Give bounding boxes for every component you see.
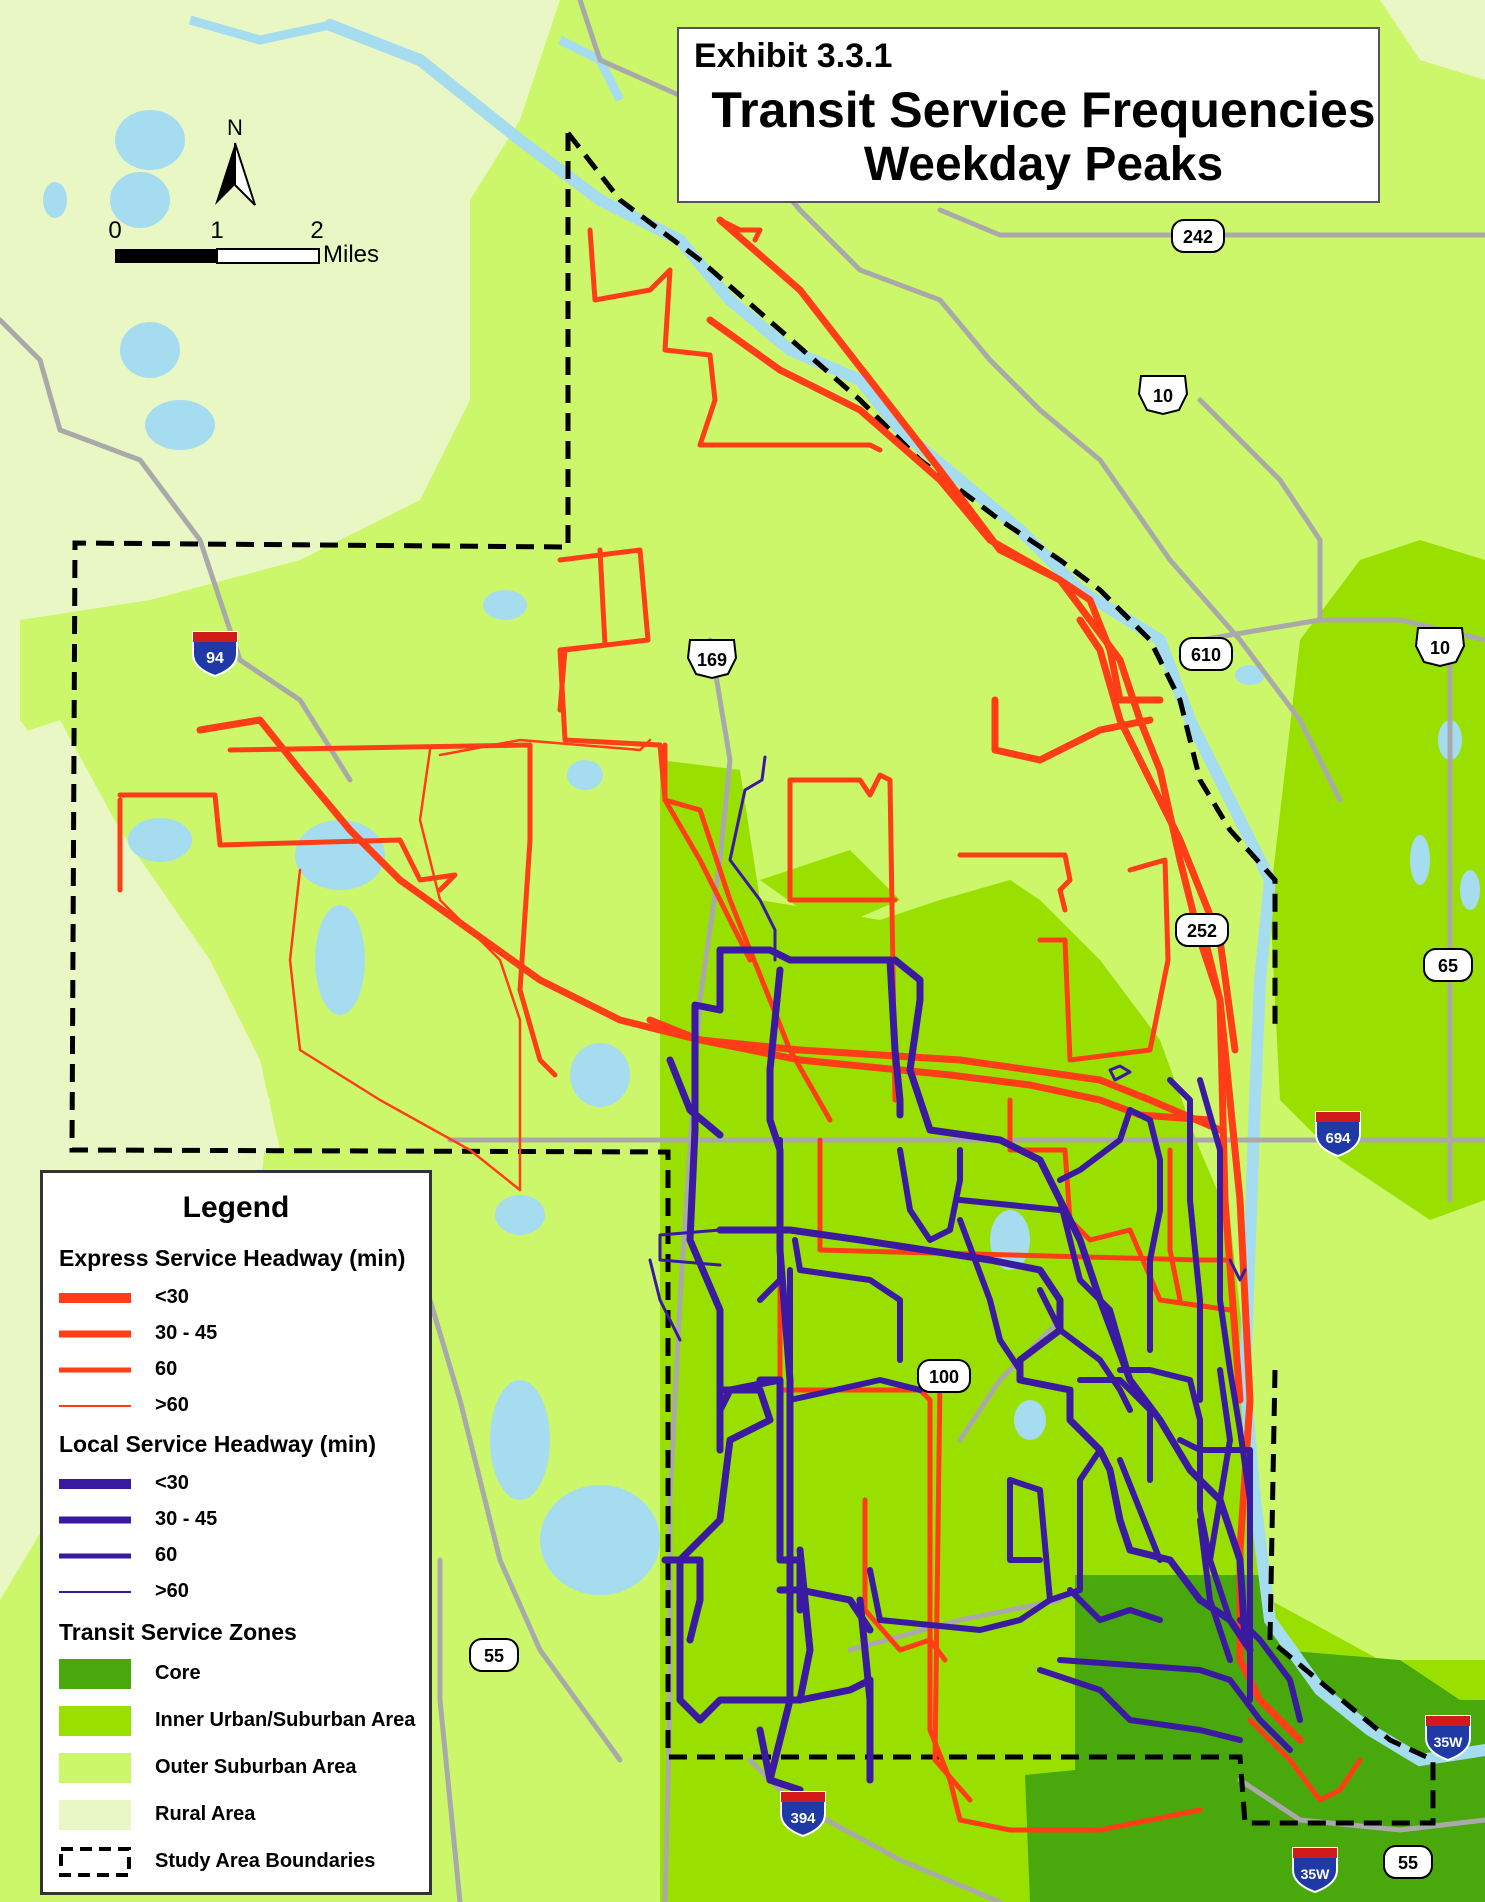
north-label: N (227, 115, 243, 140)
rural-area-pocket (0, 720, 280, 1150)
legend-express-row: 30 - 45 (59, 1319, 419, 1349)
legend-local-row: 30 - 45 (59, 1505, 419, 1535)
mn-242-label: 242 (1183, 227, 1213, 247)
us-169-label: 169 (697, 650, 727, 670)
legend-local-row: <30 (59, 1469, 419, 1499)
mn-252-label: 252 (1187, 921, 1217, 941)
express-lt30-symbol (59, 1293, 131, 1303)
map-title: Transit Service Frequencies (711, 82, 1376, 138)
study-area-boundary (69, 131, 1436, 1826)
local-gt60-symbol (59, 1591, 131, 1593)
legend-title: Legend (182, 1191, 290, 1224)
mississippi-river (324, 19, 1485, 1767)
legend-zone-row: Core (59, 1659, 419, 1689)
mn-610-label: 610 (1191, 645, 1221, 665)
rural-area-pocket-ne (1380, 0, 1485, 80)
mn-610-shield: 610 (1179, 637, 1233, 671)
zones-heading: Transit Service Zones (59, 1619, 297, 1645)
i-394-label: 394 (790, 1810, 816, 1827)
legend-zone-row: Rural Area (59, 1800, 419, 1830)
title-box: Exhibit 3.3.1 Transit Service Frequencie… (677, 27, 1380, 203)
mn-100-label: 100 (929, 1367, 959, 1387)
local-30-45-label: 30 - 45 (155, 1508, 218, 1530)
core-label: Core (155, 1662, 201, 1684)
local-routes (648, 755, 1303, 1794)
local-30-45-symbol (59, 1516, 131, 1524)
i-35w-south-label: 35W (1301, 1866, 1331, 1882)
outer-suburban-label: Outer Suburban Area (155, 1756, 357, 1778)
i-94-label: 94 (206, 650, 224, 667)
mn-100-shield: 100 (917, 1359, 971, 1393)
highway-shields: 169 242 10 610 10 94 252 (192, 219, 1473, 1894)
mn-252-shield: 252 (1175, 913, 1229, 947)
mn-242-shield: 242 (1171, 219, 1225, 253)
map-legend: Legend Express Service Headway (min) <30… (40, 1170, 432, 1895)
core-swatch (59, 1659, 131, 1689)
rural-label: Rural Area (155, 1803, 256, 1825)
map-subtitle: Weekday Peaks (863, 138, 1224, 191)
legend-express-row: 60 (59, 1355, 419, 1385)
i-394-shield: 394 (780, 1791, 826, 1838)
mn-55-west-label: 55 (484, 1646, 504, 1666)
mn-55-south-shield: 55 (1383, 1845, 1433, 1879)
i-35w-east-label: 35W (1434, 1734, 1464, 1750)
us-10-north-label: 10 (1153, 386, 1173, 406)
local-heading: Local Service Headway (min) (59, 1431, 377, 1457)
inner-urban-label: Inner Urban/Suburban Area (155, 1709, 416, 1731)
local-lt30-symbol (59, 1479, 131, 1489)
i-694-label: 694 (1325, 1130, 1351, 1147)
legend-express-row: >60 (59, 1391, 419, 1421)
local-gt60-label: >60 (155, 1580, 189, 1602)
boundary-label: Study Area Boundaries (155, 1850, 376, 1872)
inner-urban-zone (660, 760, 1485, 1902)
express-60-symbol (59, 1367, 131, 1373)
local-lt30-label: <30 (155, 1472, 189, 1494)
inner-urban-zone-north (760, 850, 900, 930)
express-heading: Express Service Headway (min) (59, 1245, 406, 1271)
us-10-east-shield: 10 (1414, 627, 1466, 668)
express-gt60-symbol (59, 1405, 131, 1407)
local-60-symbol (59, 1553, 131, 1559)
legend-local-row: 60 (59, 1541, 419, 1571)
inner-urban-swatch (59, 1706, 131, 1736)
i-94-shield: 94 (192, 631, 238, 678)
us-10-east-label: 10 (1430, 638, 1450, 658)
scale-tick-0: 0 (108, 218, 121, 244)
north-arrow-icon: N (215, 115, 256, 206)
inner-urban-zone-east (1270, 540, 1485, 1220)
mn-55-west-shield: 55 (469, 1638, 519, 1672)
express-60-label: 60 (155, 1358, 178, 1380)
legend-zone-row: Inner Urban/Suburban Area (59, 1706, 419, 1736)
express-30-45-label: 30 - 45 (155, 1322, 218, 1344)
scale-bar: 0 1 2 Miles (108, 218, 379, 268)
mn-65-label: 65 (1438, 956, 1458, 976)
express-30-45-symbol (59, 1330, 131, 1338)
us-169-shield: 169 (686, 639, 738, 680)
outer-suburban-swatch (59, 1753, 131, 1783)
boundary-swatch (59, 1847, 131, 1877)
legend-local-row: >60 (59, 1577, 419, 1607)
i-35w-east-shield: 35W (1425, 1715, 1471, 1762)
scale-tick-1: 1 (210, 218, 223, 244)
scale-tick-2: 2 (310, 218, 323, 244)
local-60-label: 60 (155, 1544, 178, 1566)
legend-express-row: <30 (59, 1283, 419, 1313)
legend-zone-row: Outer Suburban Area (59, 1753, 419, 1783)
mn-65-shield: 65 (1423, 948, 1473, 982)
i-35w-south-shield: 35W (1292, 1847, 1338, 1894)
scale-unit: Miles (323, 241, 379, 268)
mn-55-south-label: 55 (1398, 1853, 1418, 1873)
rural-swatch (59, 1800, 131, 1830)
exhibit-number: Exhibit 3.3.1 (694, 37, 893, 75)
legend-boundary-row: Study Area Boundaries (59, 1847, 419, 1877)
lakes (43, 110, 1480, 1595)
us-10-north-shield: 10 (1137, 375, 1189, 416)
express-lt30-label: <30 (155, 1286, 189, 1308)
i-694-shield: 694 (1315, 1111, 1361, 1158)
express-gt60-label: >60 (155, 1394, 189, 1416)
